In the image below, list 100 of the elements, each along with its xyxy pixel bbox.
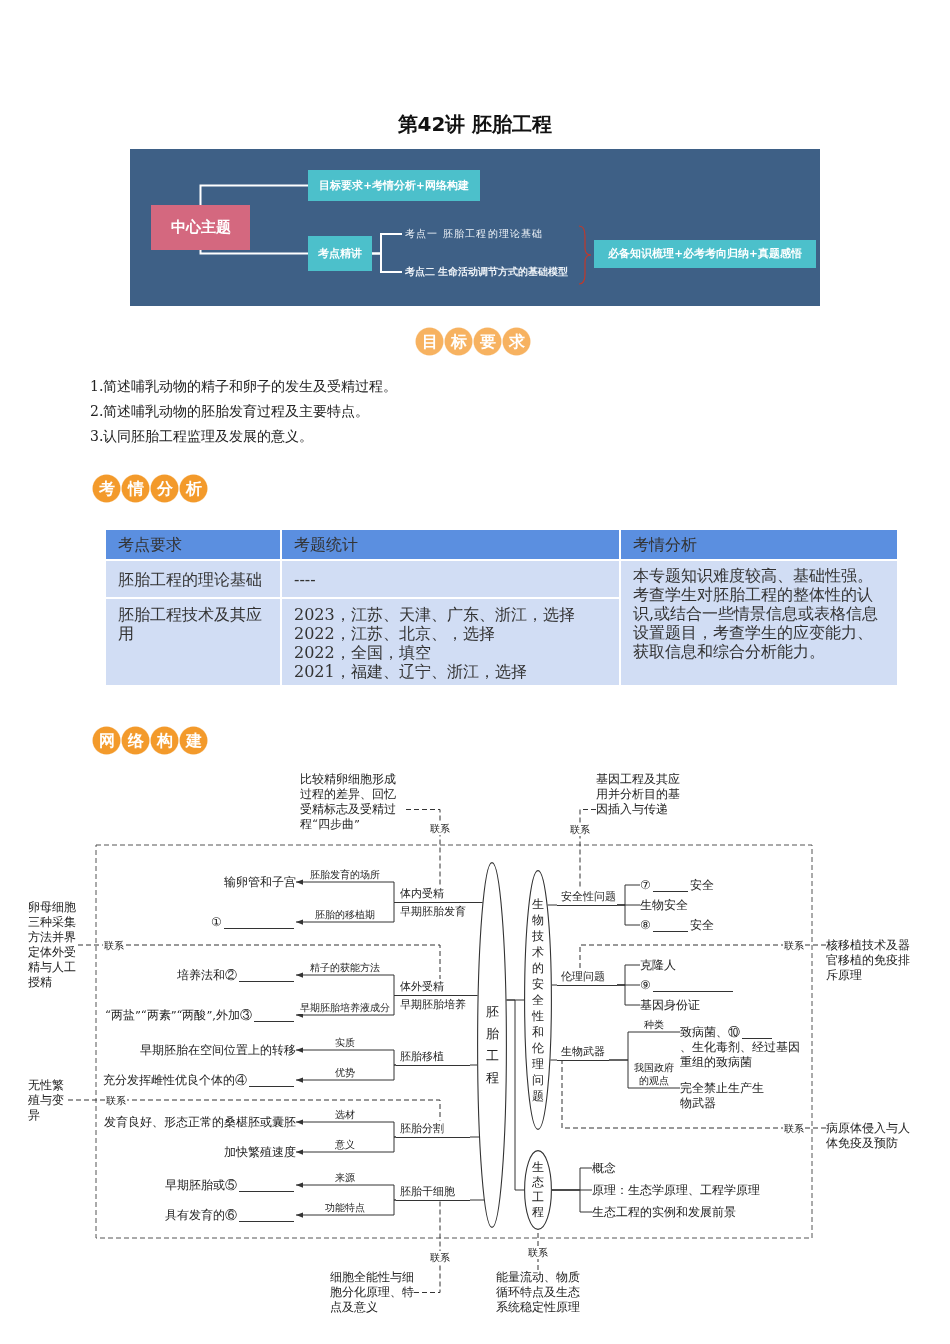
arrow xyxy=(295,1064,397,1083)
connector-line xyxy=(469,1136,480,1138)
connector-line xyxy=(551,984,558,986)
objective-item: 3.认同胚胎工程监理及发展的意义。 xyxy=(90,427,314,445)
subtopic-text: 考点二 生命活动调节方式的基础模型 xyxy=(402,265,569,279)
related-topic-text: 比较精卵细胞形成过程的差异、回忆受精标志及受精过程“四步曲” xyxy=(300,772,406,832)
branch-label: 胚胎干细胞 xyxy=(396,1183,470,1201)
concept-text: ① xyxy=(211,914,222,929)
topic-box: 必备知识梳理+必考考向归纳+真题感悟 xyxy=(594,240,816,268)
arrow xyxy=(295,902,397,925)
related-topic-text: 基因工程及其应用并分析目的基因插入与传递 xyxy=(596,772,680,817)
table-text: 2022，江苏、北京、，选择 xyxy=(294,624,496,643)
edge-label: 精子的获能方法 xyxy=(309,961,381,974)
table-text: 本专题知识难度较高、基础性强。考查学生对胚胎工程的整体性的认识,或结合一些情景信息或表格信息设置题目，考查学生的应变能力、获取信息和综合分析能力。 xyxy=(633,566,880,661)
connector-line xyxy=(608,1059,681,1089)
concept-text: 概念 xyxy=(592,1160,616,1176)
edge-label: 联系 xyxy=(429,822,451,836)
concept-text: 加快繁殖速度 xyxy=(224,1144,296,1160)
connector-line xyxy=(199,184,309,206)
dashed-connector xyxy=(561,1060,827,1129)
arrow xyxy=(295,1136,397,1155)
edge-label: 联系 xyxy=(105,1093,128,1107)
connector-line xyxy=(469,1199,485,1201)
concept-text: 安全 xyxy=(690,917,714,932)
column-header: 考题统计 xyxy=(294,535,359,554)
branch-label: 生物武器 xyxy=(557,1043,609,1061)
related-topic-text: 能量流动、物质循环特点及生态系统稳定性原理 xyxy=(496,1270,580,1315)
table-text: 胚胎工程的理论基础 xyxy=(118,569,263,589)
dashed-connector xyxy=(77,944,441,980)
objective-item: 2.简述哺乳动物的胚胎发育过程及主要特点。 xyxy=(90,402,370,420)
connector-line xyxy=(469,1064,478,1066)
topic-text: 生态工程 xyxy=(532,1160,544,1220)
column-header: 考点要求 xyxy=(118,535,183,554)
connector-line xyxy=(199,249,309,255)
related-topic-text: 无性繁殖与变异 xyxy=(28,1078,68,1123)
concept-text: 克隆人 xyxy=(640,957,676,973)
concept-text: 具有发育的⑥ xyxy=(165,1207,237,1222)
edge-label: 实质 xyxy=(334,1036,356,1049)
table-text: 2021，福建、辽宁、浙江，选择 xyxy=(294,662,528,681)
connector-line xyxy=(371,252,403,273)
related-topic-text: 卵母细胞三种采集方法并界定体外受精与人工授精 xyxy=(28,900,78,990)
branch-label: 体外受精 xyxy=(399,979,445,995)
concept-text: 致病菌、⑩ xyxy=(680,1024,740,1039)
edge-label: 来源 xyxy=(334,1171,356,1184)
arrow xyxy=(295,1182,397,1201)
branch-label: 体内受精 xyxy=(399,886,445,902)
table-text: 2022，全国，填空 xyxy=(294,643,432,662)
concept-text: 完全禁止生产生物武器 xyxy=(680,1080,774,1111)
concept-text: 早期胚胎在空间位置上的转移 xyxy=(140,1042,296,1058)
arrow xyxy=(295,1199,397,1218)
connector-line xyxy=(547,904,558,906)
dashed-connector xyxy=(413,1200,441,1293)
dashed-connector xyxy=(579,809,597,889)
concept-text: 生物安全 xyxy=(640,897,688,913)
topic-box: 目标要求+考情分析+网络构建 xyxy=(308,170,480,201)
edge-label: 早期胚胎培养液成分 xyxy=(299,1001,391,1014)
related-topic-text: 细胞全能性与细胞分化原理、特点及意义 xyxy=(330,1270,414,1315)
topic-ellipse xyxy=(477,862,507,1228)
related-topic-text: 病原体侵入与人体免疫及预防 xyxy=(826,1120,910,1151)
branch-label: 早期胚胎发育 xyxy=(399,904,467,919)
arrow xyxy=(295,1047,397,1066)
concept-text: ⑧ xyxy=(640,917,651,932)
concept-text: “两盐”“两素”“两酸”,外加③ xyxy=(105,1007,252,1022)
connector-line xyxy=(469,902,484,903)
connector-line xyxy=(616,984,641,1006)
edge-label: 种类 xyxy=(643,1018,665,1031)
connector-line xyxy=(506,999,525,1191)
connector-line xyxy=(551,1189,593,1213)
topic-ellipse xyxy=(524,870,552,1130)
table-text: ---- xyxy=(294,569,317,589)
related-topic-text: 核移植技术及器官移植的免疫排斥原理 xyxy=(826,937,910,983)
arrow xyxy=(295,879,397,903)
subtopic-text: 考点一 胚胎工程的理论基础 xyxy=(402,227,544,241)
concept-text: 培养法和② xyxy=(177,967,237,982)
branch-label: 伦理问题 xyxy=(557,968,617,986)
table-text: 2023，江苏、天津、广东、浙江，选择 xyxy=(294,605,576,624)
branch-label: 安全性问题 xyxy=(557,888,617,906)
branch-label: 胚胎分割 xyxy=(396,1120,470,1138)
edge-label: 意义 xyxy=(334,1138,356,1151)
column-header: 考情分析 xyxy=(633,535,698,554)
edge-label: 胚胎发育的场所 xyxy=(309,868,381,881)
concept-text: 原理：生态学原理、工程学原理 xyxy=(592,1182,760,1198)
concept-text: 安全 xyxy=(690,877,714,892)
arrow xyxy=(295,972,397,996)
central-topic-box: 中心主题 xyxy=(151,205,250,250)
connector-line xyxy=(469,995,479,996)
connector-line xyxy=(616,904,641,926)
edge-label: 联系 xyxy=(527,1245,549,1259)
arrow xyxy=(295,1119,397,1138)
topic-box: 考点精讲 xyxy=(308,236,372,271)
dashed-connector xyxy=(67,1099,441,1121)
branch-label: 胚胎移植 xyxy=(396,1048,470,1066)
concept-text: 发育良好、形态正常的桑椹胚或囊胚 xyxy=(104,1114,296,1130)
dashed-connector xyxy=(405,809,441,887)
topic-text: 胚胎工程 xyxy=(485,1003,499,1087)
edge-label: 联系 xyxy=(103,938,126,952)
topic-ellipse xyxy=(524,1150,552,1230)
edge-label: 选材 xyxy=(334,1108,356,1121)
edge-label: 联系 xyxy=(429,1251,451,1265)
arrow xyxy=(295,995,397,1018)
